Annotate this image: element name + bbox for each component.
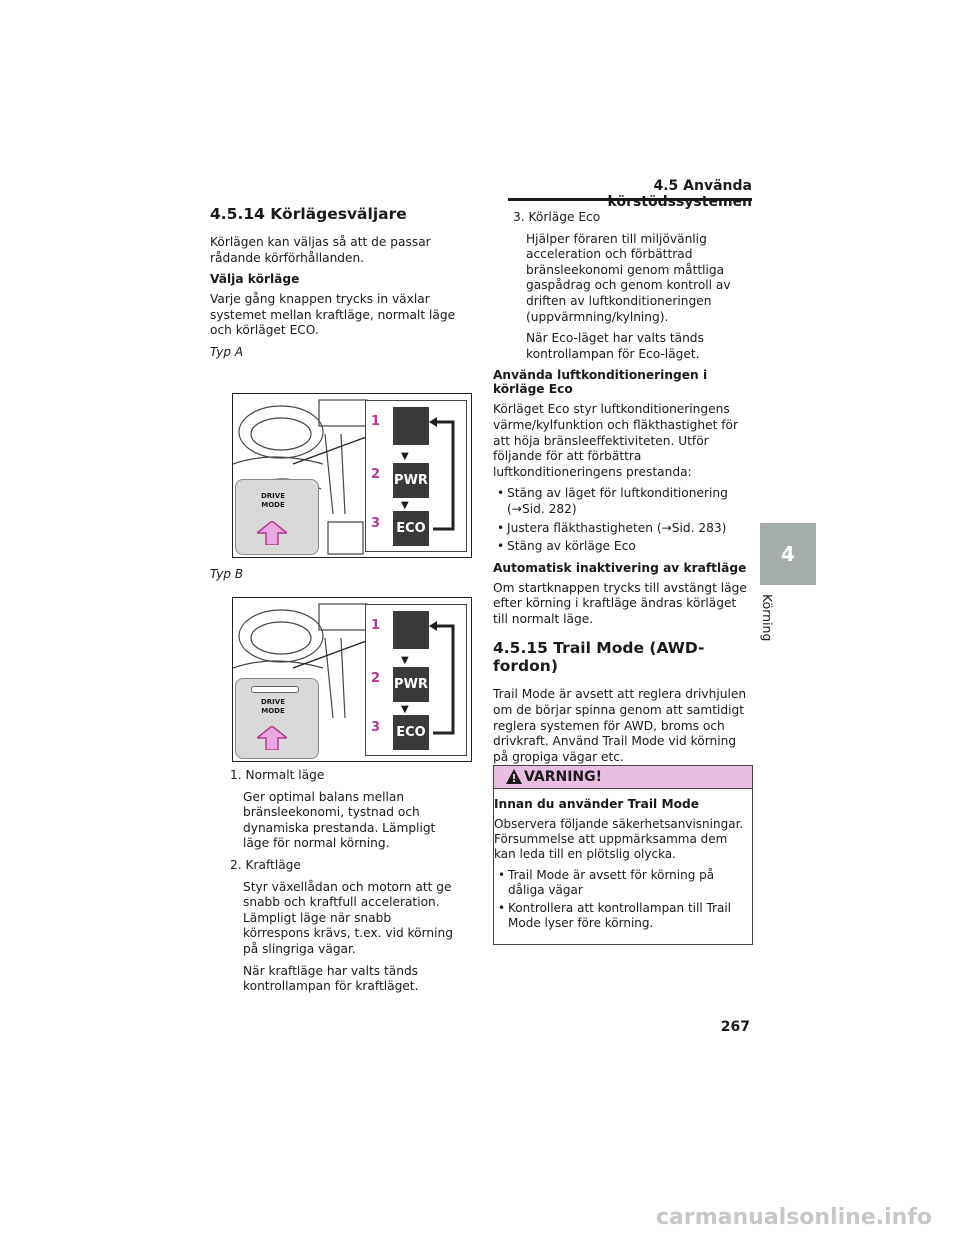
warning-body: Innan du använder Trail Mode Observera f… bbox=[494, 789, 752, 931]
eco-indicator: ECO bbox=[393, 715, 429, 750]
down-arrow-icon: ▼ bbox=[401, 704, 409, 715]
list-item: Trail Mode är avsett för körning på dåli… bbox=[494, 868, 752, 898]
press-arrow-icon bbox=[257, 726, 287, 750]
item-3-text: Hjälper föraren till miljövänlig acceler… bbox=[526, 231, 731, 324]
warning-text: Observera följande säkerhetsanvisningar.… bbox=[494, 817, 744, 861]
normal-mode-indicator bbox=[393, 611, 429, 649]
item-1-text: Ger optimal balans mellan bränsleekonomi… bbox=[243, 789, 436, 851]
label-3: 3 bbox=[371, 720, 381, 735]
list-item: Stäng av läget för luftkonditionering (→… bbox=[493, 486, 751, 517]
warning-bullets: Trail Mode är avsett för körning på dåli… bbox=[494, 868, 752, 931]
auto-deactivate-text: Om startknappen trycks till avstängt läg… bbox=[493, 580, 747, 626]
right-column: 3. Körläge Eco Hjälper föraren till milj… bbox=[493, 210, 751, 771]
item-1-title: 1. Normalt läge bbox=[230, 768, 325, 782]
label-3: 3 bbox=[371, 516, 381, 531]
label-2: 2 bbox=[371, 671, 381, 686]
warning-subheading: Innan du använder Trail Mode bbox=[494, 797, 699, 811]
item-2-title: 2. Kraftläge bbox=[230, 857, 301, 872]
select-mode-text: Varje gång knappen trycks in växlar syst… bbox=[210, 292, 456, 338]
cycle-arrow-icon bbox=[429, 621, 455, 735]
left-column: 4.5.14 Körlägesväljare Körlägen kan välj… bbox=[210, 205, 460, 367]
item-2-text: Styr växellådan och motorn att ge snabb … bbox=[243, 879, 454, 956]
pwr-indicator: PWR bbox=[393, 667, 429, 702]
warning-title: VARNING! bbox=[524, 769, 603, 785]
cycle-arrow-icon bbox=[429, 417, 455, 531]
warning-icon bbox=[506, 769, 522, 784]
press-arrow-icon bbox=[257, 521, 287, 545]
slot-icon bbox=[251, 686, 299, 693]
chapter-tab: 4 bbox=[760, 523, 816, 585]
eco-indicator: ECO bbox=[393, 511, 429, 546]
warning-header: VARNING! bbox=[494, 766, 752, 789]
label-2: 2 bbox=[371, 467, 381, 482]
page-number: 267 bbox=[720, 1019, 750, 1035]
header-rule bbox=[508, 198, 752, 201]
ac-eco-text: Körläget Eco styr luftkonditioneringens … bbox=[493, 402, 739, 479]
subheading-ac-eco: Använda luftkonditioneringen i körläge E… bbox=[493, 368, 708, 397]
down-arrow-icon: ▼ bbox=[401, 451, 409, 462]
section-heading: 4.5.14 Körlägesväljare bbox=[210, 205, 407, 223]
item-3-text-2: När Eco-läget har valts tänds kontrollam… bbox=[526, 331, 704, 361]
item-3-title: 3. Körläge Eco bbox=[513, 210, 601, 224]
trail-mode-text: Trail Mode är avsett att reglera drivhju… bbox=[493, 687, 747, 764]
label-1: 1 bbox=[371, 414, 381, 429]
item-2-text-2: När kraftläge har valts tänds kontrollam… bbox=[243, 963, 419, 994]
section-header: 4.5 Använda körstödssystemen bbox=[607, 178, 752, 210]
mode-list-left: 1. Normalt läge Ger optimal balans mella… bbox=[210, 768, 460, 1001]
list-item: Justera fläkthastigheten (→Sid. 283) bbox=[493, 521, 751, 537]
ac-bullet-list: Stäng av läget för luftkonditionering (→… bbox=[493, 486, 751, 554]
down-arrow-icon: ▼ bbox=[401, 500, 409, 511]
pwr-indicator: PWR bbox=[393, 463, 429, 498]
type-b-label: Typ B bbox=[210, 567, 244, 581]
section-heading-trail: 4.5.15 Trail Mode (AWD-fordon) bbox=[493, 639, 705, 676]
type-a-label: Typ A bbox=[210, 344, 244, 359]
warning-box: VARNING! Innan du använder Trail Mode Ob… bbox=[493, 765, 753, 945]
list-item: Stäng av körläge Eco bbox=[493, 539, 751, 555]
chapter-label: Körning bbox=[760, 594, 775, 642]
label-1: 1 bbox=[371, 618, 381, 633]
normal-mode-indicator bbox=[393, 407, 429, 445]
subheading-auto-deactivate: Automatisk inaktivering av kraftläge bbox=[493, 560, 747, 575]
list-item: Kontrollera att kontrollampan till Trail… bbox=[494, 901, 752, 931]
watermark: carmanualsonline.info bbox=[656, 1205, 932, 1230]
intro-text: Körlägen kan väljas så att de passar råd… bbox=[210, 235, 431, 265]
subheading-select-mode: Välja körläge bbox=[210, 272, 300, 287]
down-arrow-icon: ▼ bbox=[401, 655, 409, 666]
